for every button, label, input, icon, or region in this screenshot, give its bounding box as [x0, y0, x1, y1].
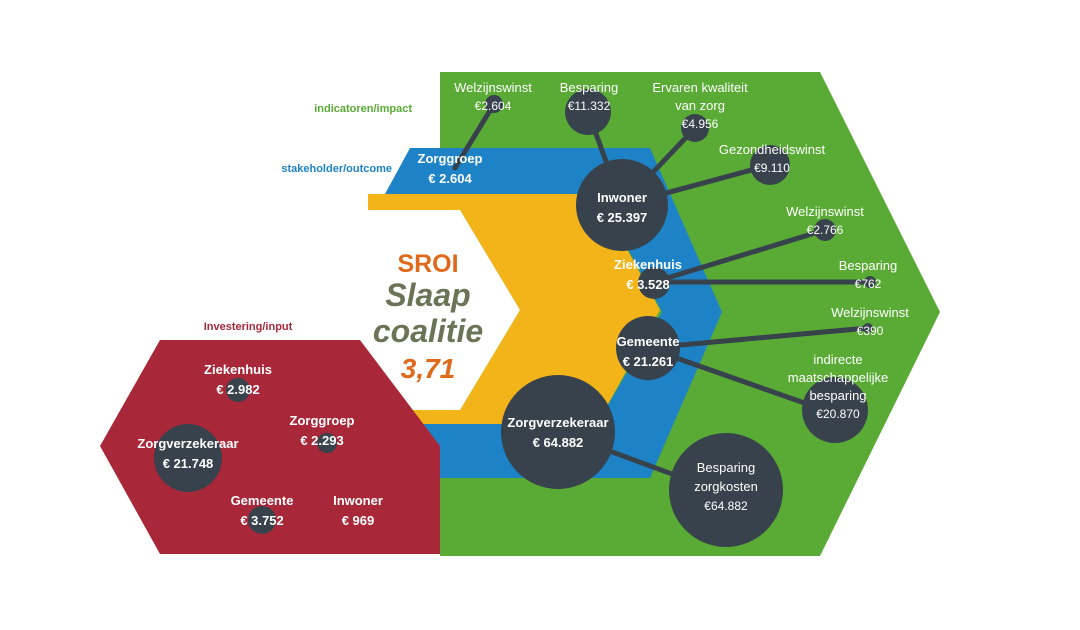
- coalition-name-1: Slaap: [385, 277, 470, 313]
- stakeholder-name: Inwoner: [597, 190, 647, 205]
- impact-label: Besparing: [697, 460, 756, 475]
- impact-bubble-9: [669, 433, 783, 547]
- input-value: € 2.982: [216, 382, 259, 397]
- impact-bubble-8: [802, 377, 868, 443]
- stakeholder-name: Ziekenhuis: [614, 257, 682, 272]
- impact-value: €20.870: [816, 407, 860, 421]
- input-value: € 2.293: [300, 433, 343, 448]
- impact-label: Ervaren kwaliteit: [652, 80, 748, 95]
- stakeholder-value: € 64.882: [533, 435, 584, 450]
- connector-lines: [452, 101, 873, 491]
- stakeholder-bubble-zorgverzekeraar: [501, 375, 615, 489]
- impact-label: Besparing: [839, 258, 898, 273]
- sroi-title: SROI: [397, 250, 458, 278]
- label-input: Investering/input: [204, 321, 293, 333]
- impact-bubble-4: [750, 145, 790, 185]
- input-hexagon: [100, 340, 440, 554]
- impact-bubble-2: [565, 89, 611, 135]
- impact-label: besparing: [809, 388, 866, 403]
- impact-bubble-1: [485, 95, 503, 113]
- input-bubble-zorgverzekeraar: [154, 424, 222, 492]
- impact-label: zorgkosten: [694, 479, 758, 494]
- label-impact: indicatoren/impact: [314, 103, 412, 115]
- impact-value: €2.604: [475, 99, 512, 113]
- impact-label: Welzijnswinst: [831, 305, 909, 320]
- impact-bubble-7: [863, 323, 873, 333]
- stakeholder-value: € 3.528: [626, 277, 669, 292]
- stakeholder-bubble-ziekenhuis: [638, 267, 670, 299]
- input-bubble-gemeente: [248, 506, 276, 534]
- input-name: Zorgverzekeraar: [137, 436, 238, 451]
- impact-label: van zorg: [675, 98, 725, 113]
- impact-value: €64.882: [704, 499, 748, 513]
- stakeholder-name: Zorgverzekeraar: [507, 415, 608, 430]
- input-value: € 969: [342, 513, 375, 528]
- impact-value: €4.956: [682, 117, 719, 131]
- input-value: € 21.748: [163, 456, 214, 471]
- impact-bubble-6: [864, 276, 876, 288]
- impact-value: €390: [857, 324, 884, 338]
- impact-label: Welzijnswinst: [454, 80, 532, 95]
- input-name: Ziekenhuis: [204, 362, 272, 377]
- impact-label: indirecte: [813, 352, 862, 367]
- center-chevron: [368, 194, 660, 424]
- input-value: € 3.752: [240, 513, 283, 528]
- input-bubble-zorggroep: [317, 433, 337, 453]
- input-bubble-ziekenhuis: [226, 378, 250, 402]
- stakeholder-value: € 21.261: [623, 354, 674, 369]
- sroi-ratio: 3,71: [401, 353, 456, 384]
- input-name: Zorggroep: [290, 413, 355, 428]
- impact-bubble-5: [814, 219, 836, 241]
- impact-value: €762: [855, 277, 882, 291]
- impact-value: €11.332: [568, 99, 611, 113]
- stakeholder-value: € 25.397: [597, 210, 648, 225]
- stakeholder-bubble-gemeente: [616, 316, 680, 380]
- center-panel: [368, 210, 520, 410]
- coalition-name-2: coalitie: [373, 313, 483, 349]
- input-name: Gemeente: [231, 493, 294, 508]
- label-outcome: stakeholder/outcome: [281, 163, 392, 175]
- stakeholder-name: Gemeente: [617, 334, 680, 349]
- stakeholder-value: € 2.604: [428, 171, 472, 186]
- impact-label: Welzijnswinst: [786, 204, 864, 219]
- input-name: Inwoner: [333, 493, 383, 508]
- impact-value: €9.110: [754, 161, 790, 175]
- stakeholder-name: Zorggroep: [418, 151, 483, 166]
- stakeholder-bubble-inwoner: [576, 159, 668, 251]
- impact-bubble-3: [681, 114, 709, 142]
- impact-label: maatschappelijke: [788, 370, 888, 385]
- impact-value: €2.766: [807, 223, 844, 237]
- impact-label: Gezondheidswinst: [719, 142, 826, 157]
- impact-label: Besparing: [560, 80, 619, 95]
